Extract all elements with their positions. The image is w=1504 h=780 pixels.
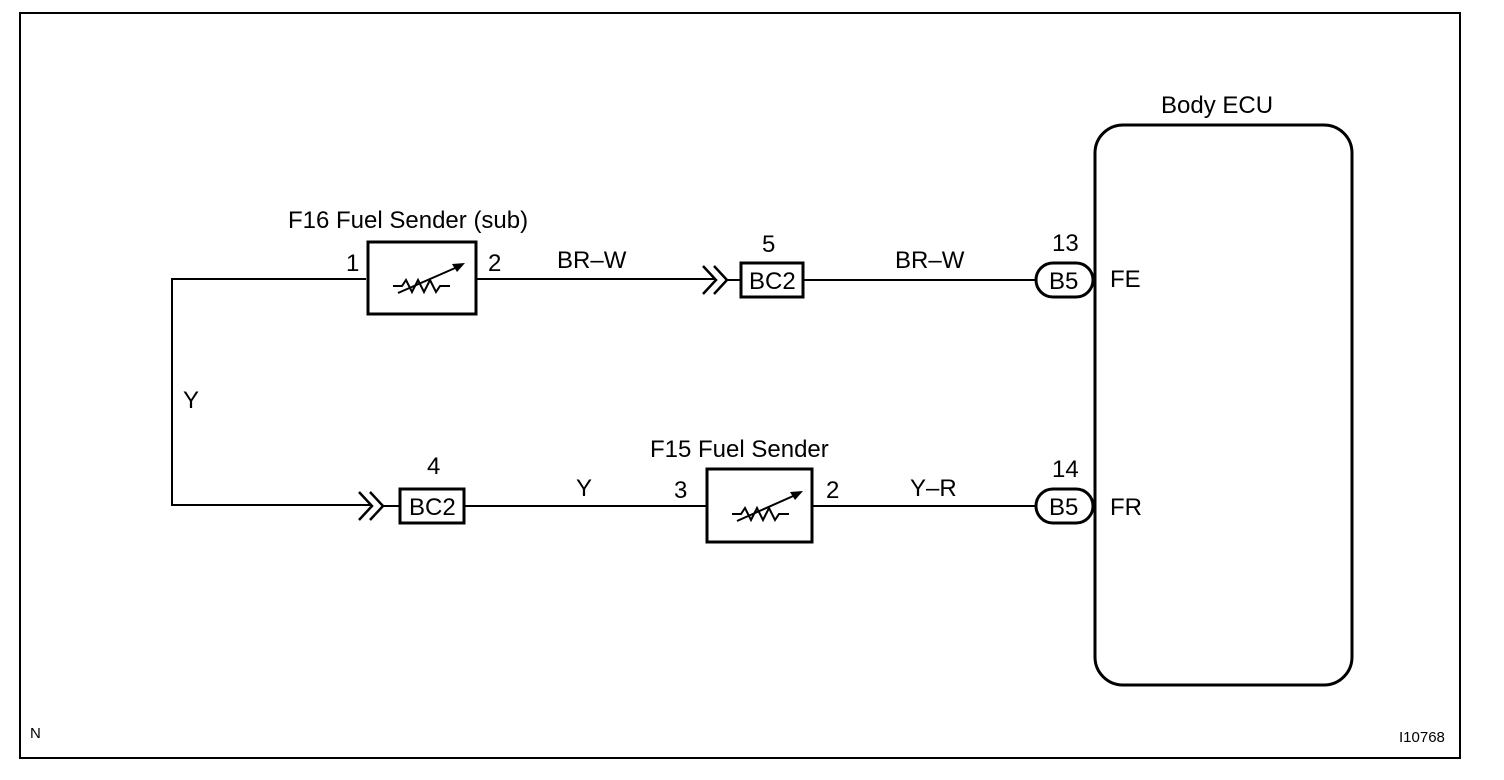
connector-arrow-icon bbox=[358, 491, 374, 521]
connector-b5-bottom-pin: 14 bbox=[1052, 456, 1079, 483]
f16-title: F16 Fuel Sender (sub) bbox=[288, 207, 528, 234]
connector-bc2-top-label: BC2 bbox=[749, 268, 796, 295]
wire-label-left-vertical: Y bbox=[183, 387, 199, 414]
figure-id: I10768 bbox=[1399, 729, 1445, 746]
ecu-pin-fe: FE bbox=[1110, 266, 1141, 293]
f16-pin-out: 2 bbox=[488, 250, 501, 277]
connector-bc2-top-pin: 5 bbox=[762, 231, 775, 258]
f15-title: F15 Fuel Sender bbox=[650, 436, 829, 463]
wire-y-loop bbox=[171, 278, 370, 506]
wire-label-bottom-right: Y–R bbox=[910, 475, 957, 502]
f16-fuel-sender bbox=[366, 240, 478, 316]
connector-bc2-bottom-pin: 4 bbox=[427, 453, 440, 480]
connector-bc2-bottom-label: BC2 bbox=[409, 494, 456, 521]
diagram-frame bbox=[19, 12, 1461, 759]
connector-b5-bottom-label: B5 bbox=[1049, 494, 1078, 521]
body-ecu-title: Body ECU bbox=[1161, 92, 1273, 119]
f15-pin-out: 2 bbox=[826, 477, 839, 504]
connector-b5-top-label: B5 bbox=[1049, 268, 1078, 295]
connector-bc2-bottom bbox=[358, 487, 466, 525]
variable-resistor-icon bbox=[393, 277, 450, 295]
f16-pin-in: 1 bbox=[346, 250, 359, 277]
connector-b5-top-pin: 13 bbox=[1052, 230, 1079, 257]
wire-label-top-right: BR–W bbox=[895, 247, 965, 274]
ecu-pin-fr: FR bbox=[1110, 494, 1142, 521]
connector-b5-top bbox=[1034, 261, 1095, 299]
connector-b5-bottom bbox=[1034, 487, 1095, 525]
wire-label-bottom-left: Y bbox=[576, 475, 592, 502]
body-ecu-box bbox=[1093, 123, 1354, 687]
corner-letter: N bbox=[30, 725, 41, 742]
connector-arrow-icon bbox=[702, 265, 718, 295]
connector-bc2-top bbox=[702, 261, 805, 299]
variable-resistor-icon bbox=[732, 505, 789, 523]
f15-fuel-sender bbox=[705, 467, 814, 544]
f15-pin-in: 3 bbox=[674, 477, 687, 504]
wire-label-top-left: BR–W bbox=[557, 247, 627, 274]
